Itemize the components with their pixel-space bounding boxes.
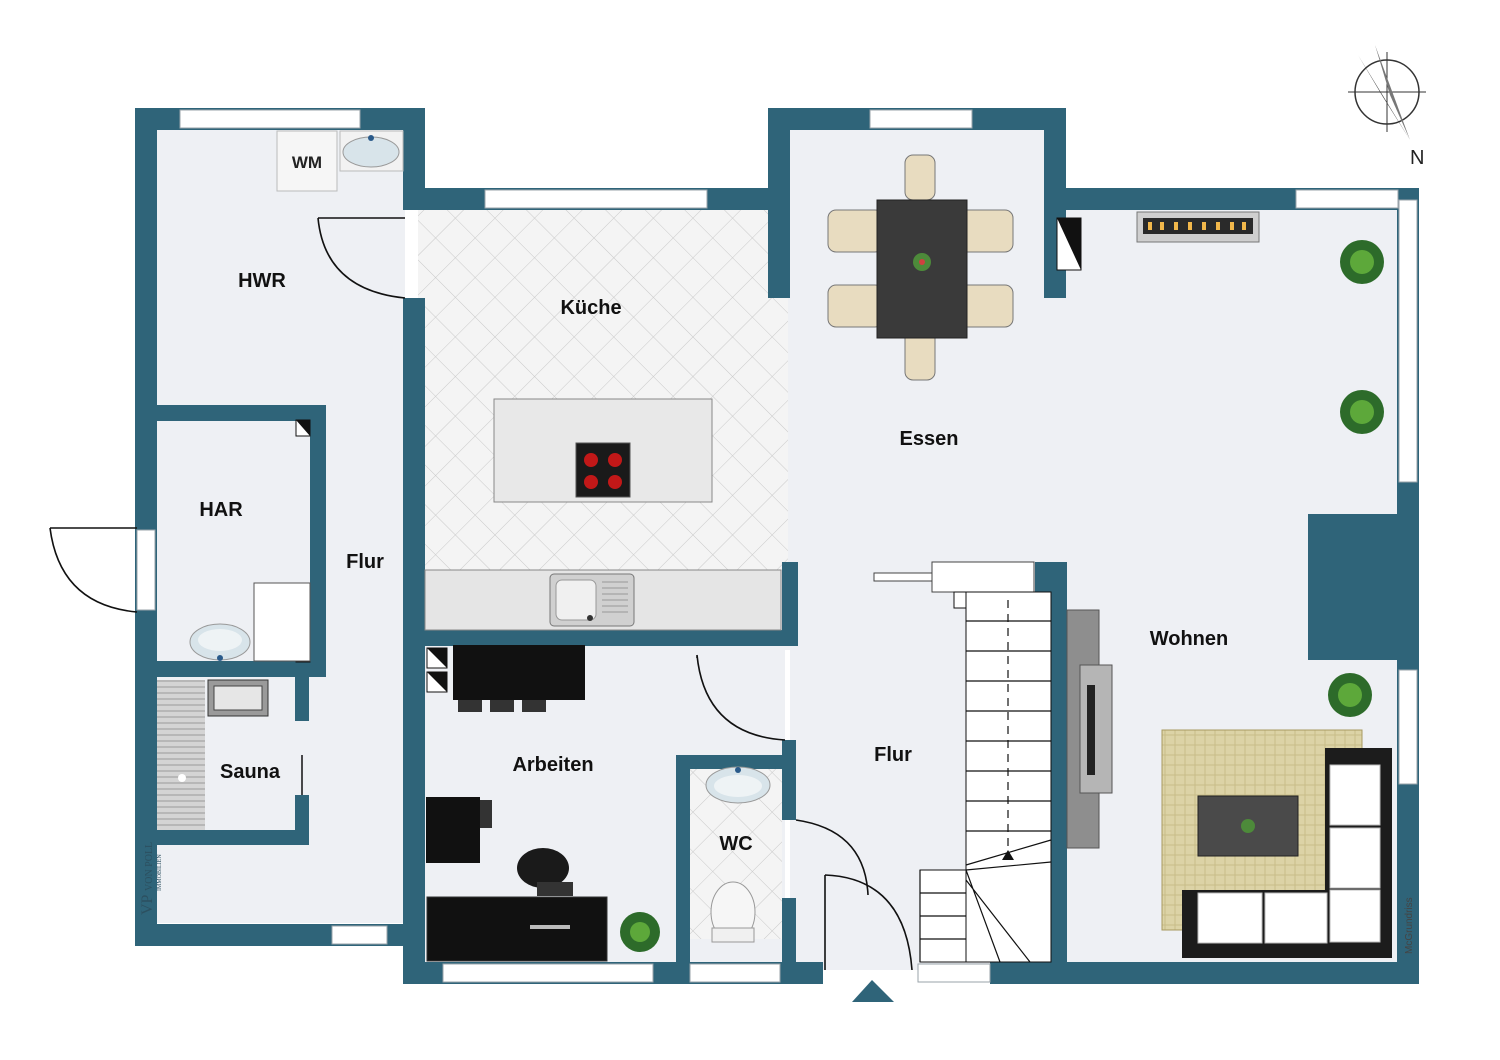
dining-table-icon [827, 154, 1014, 381]
window-wc [689, 963, 781, 983]
room-label-wohnen: Wohnen [1150, 628, 1229, 650]
room-label-hwr: HWR [238, 270, 286, 292]
room-label-arbeiten: Arbeiten [512, 754, 593, 776]
arbeiten-furniture [426, 645, 608, 962]
har-fixtures [253, 419, 311, 663]
room-label-essen: Essen [900, 428, 959, 450]
kitchen-island [493, 398, 713, 503]
toilet-icon [710, 881, 756, 943]
room-label-kueche: Küche [560, 297, 621, 319]
room-labels: HWR HAR Flur Sauna Küche Essen Wohnen Fl… [199, 270, 1228, 855]
wall-switch [1056, 217, 1082, 271]
window-hwr [179, 109, 361, 129]
cooktop-icon [575, 442, 631, 498]
credit-text: McGrundriss [1404, 897, 1415, 954]
sink-icon [549, 573, 635, 627]
brand-logo: VP VON POLL IMMOBILIEN [139, 842, 163, 915]
room-label-har: HAR [199, 499, 243, 521]
logo-sub: IMMOBILIEN [157, 854, 163, 891]
compass-label: N [1410, 147, 1424, 169]
staircase [873, 561, 1052, 963]
wc-fixtures [690, 766, 782, 943]
kitchen-tiles [418, 210, 788, 570]
windows [136, 109, 1418, 983]
washing-machine-icon: WM [276, 130, 338, 192]
window-essen [869, 109, 973, 129]
sauna-bench [157, 679, 269, 830]
entrance-arrow-icon [852, 980, 894, 1002]
plant-icon [1340, 240, 1384, 284]
room-label-sauna: Sauna [220, 761, 281, 783]
window-wohnen-right-2 [1398, 669, 1418, 785]
window-kitchen [484, 189, 708, 209]
doors [49, 217, 913, 971]
window-flur-bottom [331, 925, 388, 945]
plant-icon [620, 912, 660, 952]
sink-icon [705, 766, 771, 804]
logo-text: VON POLL [144, 842, 155, 891]
window-wohnen-right-1 [1398, 199, 1418, 483]
kitchen-counter [424, 569, 782, 631]
plant-icon [1340, 390, 1384, 434]
plant-icon [1328, 673, 1372, 717]
fireplace-icon [1136, 211, 1260, 243]
room-label-flur-center: Flur [874, 744, 912, 766]
window-har [136, 529, 156, 611]
window-arbeiten [442, 963, 654, 983]
logo-initials: VP [139, 894, 156, 915]
sofa-icon [1182, 748, 1392, 958]
sink-icon [339, 130, 404, 172]
window-wohnen-top [1295, 189, 1399, 209]
room-label-flur-left: Flur [346, 551, 384, 573]
tv-board [1066, 609, 1113, 849]
sink-icon [189, 623, 251, 661]
window-stair [917, 963, 991, 983]
compass-icon: N [1348, 45, 1426, 169]
room-label-wc: WC [719, 833, 752, 855]
room-label-wm: WM [292, 153, 322, 172]
